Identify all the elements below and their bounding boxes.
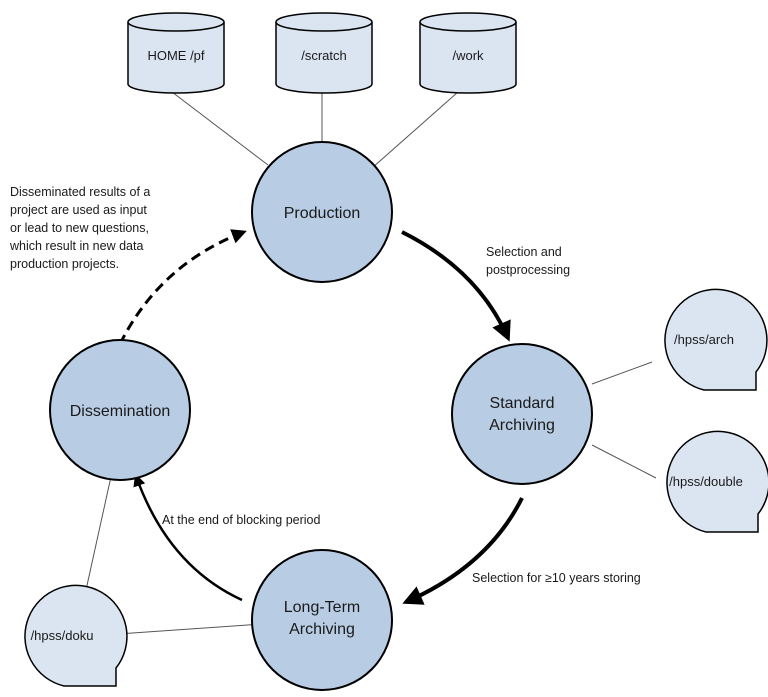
line-work-production (371, 91, 459, 169)
node-dissemination-label: Dissemination (70, 403, 170, 420)
storage-doku: /hpss/doku (24, 584, 128, 687)
arrow-production-to-standard (401, 230, 511, 342)
storage-arch: /hpss/arch (664, 288, 768, 391)
node-longterm-label-line2: Archiving (289, 621, 355, 638)
node-production: Production (251, 141, 393, 283)
edge-label-selection-line1: Selection and (486, 245, 562, 259)
node-circle (251, 141, 393, 283)
note-line-4: which result in new data (9, 239, 143, 253)
storage-scratch: /scratch (275, 12, 373, 94)
note-line-2: project are used as input (10, 203, 147, 217)
arrow-standard-to-longterm (402, 497, 524, 605)
tape-shape (24, 584, 128, 687)
line-home-production (171, 91, 269, 166)
storage-work-label: /work (452, 48, 484, 63)
line-double-standard (591, 444, 657, 479)
storage-work: /work (419, 12, 517, 94)
cylinder-body (127, 22, 225, 94)
tape-shape (666, 430, 768, 533)
flow-arrows (118, 229, 524, 605)
storage-arch-label: /hpss/arch (674, 332, 734, 347)
arrow-longterm-to-dissemination (133, 473, 243, 602)
edge-label-selection-line2: postprocessing (486, 263, 570, 277)
line-arch-standard (591, 361, 653, 385)
storage-scratch-label: /scratch (301, 48, 347, 63)
node-production-label: Production (284, 205, 361, 222)
node-long-term-archiving: Long-Term Archiving (251, 549, 393, 691)
node-dissemination: Dissemination (49, 339, 191, 481)
tape-shape (664, 288, 768, 391)
edge-label-blocking-period: At the end of blocking period (162, 513, 320, 527)
arrow-dissemination-to-production (118, 229, 247, 345)
node-circle (451, 343, 593, 485)
cylinder-top (127, 12, 225, 32)
node-circle (49, 339, 191, 481)
line-doku-dissemination (85, 471, 113, 591)
cylinder-top (275, 12, 373, 32)
cylinder-body (275, 22, 373, 94)
cylinder-top (419, 12, 517, 32)
storage-home-label: HOME /pf (147, 48, 204, 63)
node-standard-archiving: Standard Archiving (451, 343, 593, 485)
node-circle (251, 549, 393, 691)
note-line-1: Disseminated results of a (10, 185, 150, 199)
node-standard-label-line1: Standard (490, 395, 555, 412)
note-line-3: or lead to new questions, (10, 221, 149, 235)
storage-home: HOME /pf (127, 12, 225, 94)
edge-label-10-years: Selection for ≥10 years storing (472, 571, 641, 585)
storage-double-label: /hpss/double (669, 474, 743, 489)
dissemination-note: Disseminated results of a project are us… (9, 185, 150, 271)
node-longterm-label-line1: Long-Term (284, 599, 360, 616)
cylinder-body (419, 22, 517, 94)
node-standard-label-line2: Archiving (489, 417, 555, 434)
line-doku-longterm (117, 623, 263, 635)
storage-doku-label: /hpss/doku (31, 628, 94, 643)
note-line-5: production projects. (10, 257, 119, 271)
storage-double: /hpss/double (666, 430, 768, 533)
connector-lines (85, 91, 657, 635)
